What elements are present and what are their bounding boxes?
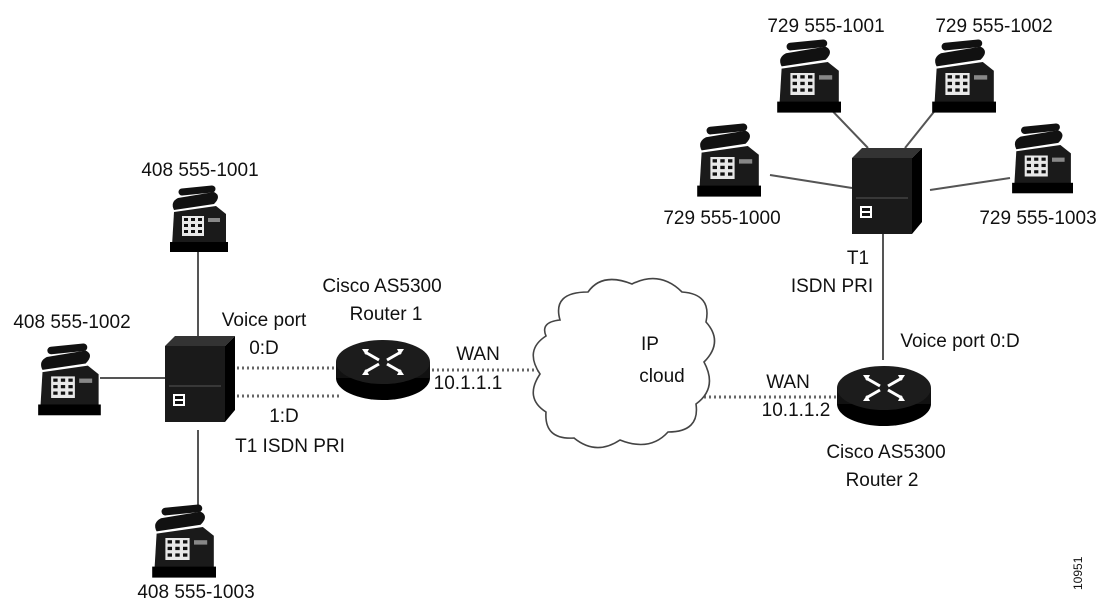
- wan-label: WAN: [766, 372, 810, 393]
- router-name-label: Router 1: [350, 304, 423, 325]
- router-icon: [835, 364, 933, 428]
- router-name-label: Router 2: [846, 470, 919, 491]
- phone-icon: [932, 43, 996, 112]
- router-name-label: Cisco AS5300: [322, 276, 441, 297]
- voice-port-id-label: 1:D: [269, 406, 299, 427]
- wan-label: WAN: [456, 344, 500, 365]
- pbx-switch-icon: [164, 335, 236, 423]
- phone-icon: [152, 508, 216, 577]
- pbx-switch-icon: [851, 147, 923, 235]
- trunk-label: ISDN PRI: [791, 276, 873, 297]
- phone-icon: [777, 43, 841, 112]
- figure-id: 10951: [1071, 556, 1085, 590]
- cloud-label: cloud: [639, 366, 684, 387]
- phone-icon: [1012, 127, 1073, 193]
- phone-number-label: 408 555-1003: [137, 582, 254, 603]
- phone-icon: [38, 347, 101, 415]
- phone-number-label: 729 555-1000: [663, 208, 780, 229]
- phone-icon: [697, 127, 761, 196]
- ip-cloud: [532, 277, 716, 449]
- voice-port-label: Voice port 0:D: [900, 331, 1019, 352]
- phone-number-label: 729 555-1003: [979, 208, 1096, 229]
- voice-port-label: Voice port: [222, 310, 307, 331]
- link-phone-1000-pbx: [769, 174, 853, 189]
- phone-number-label: 408 555-1002: [13, 312, 130, 333]
- router-name-label: Cisco AS5300: [826, 442, 945, 463]
- phone-number-label: 729 555-1002: [935, 16, 1052, 37]
- cloud-label: IP: [641, 334, 659, 355]
- trunk-label: T1 ISDN PRI: [235, 436, 345, 457]
- phone-number-label: 729 555-1001: [767, 16, 884, 37]
- wan-ip-label: 10.1.1.2: [762, 400, 831, 421]
- voice-port-id-label: 0:D: [249, 338, 279, 359]
- phone-number-label: 408 555-1001: [141, 160, 258, 181]
- trunk-label: T1: [847, 248, 869, 269]
- phone-icon: [170, 189, 228, 252]
- wan-ip-label: 10.1.1.1: [434, 373, 503, 394]
- router-icon: [334, 338, 432, 402]
- link-phone-e1003-pbx: [929, 177, 1011, 191]
